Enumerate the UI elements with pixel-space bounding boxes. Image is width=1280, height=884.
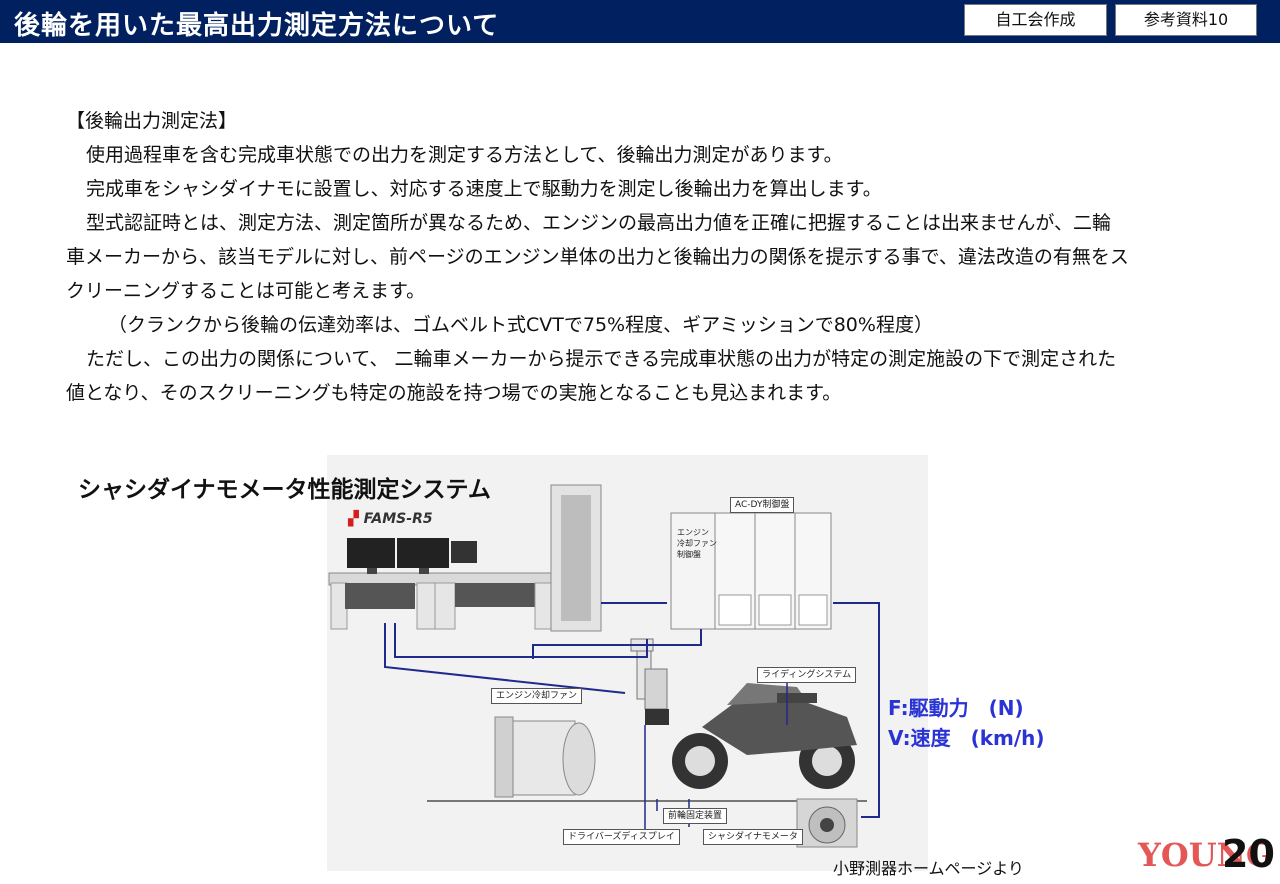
efficiency-note: （クランクから後輪の伝達効率は、ゴムベルト式CVTで75%程度、ギアミッションで… bbox=[108, 314, 933, 336]
force-label: F:駆動力 (N) bbox=[888, 696, 1024, 720]
reference-badge: 参考資料10 bbox=[1115, 4, 1257, 36]
speed-label: V:速度 (km/h) bbox=[888, 726, 1045, 750]
riding-system-label: ライディングシステム bbox=[757, 667, 857, 683]
source-credit: 小野測器ホームページより bbox=[833, 859, 1024, 878]
engine-fan-label: エンジン冷却ファン bbox=[491, 688, 583, 704]
paragraph-5-line-1: ただし、この出力の関係について、 二輪車メーカーから提示できる完成車状態の出力が… bbox=[86, 348, 1117, 370]
fams-logo: ▞ FAMS-R5 bbox=[348, 511, 433, 527]
engine-fan-panel-label-line-3: 制御盤 bbox=[677, 550, 701, 559]
body-text: 【後輪出力測定法】 使用過程車を含む完成車状態での出力を測定する方法として、後輪… bbox=[66, 104, 1206, 410]
dyno-system-diagram: AC-DY制御盤 エンジン 冷却ファン 制御盤 ライディングシステム エンジン冷… bbox=[327, 455, 928, 871]
page-title: 後輪を用いた最高出力測定方法について bbox=[14, 11, 500, 41]
paragraph-3-line-2: 車メーカーから、該当モデルに対し、前ページのエンジン単体の出力と後輪出力の関係を… bbox=[66, 246, 1129, 268]
section-heading: 【後輪出力測定法】 bbox=[66, 110, 238, 132]
engine-fan-panel-label: エンジン 冷却ファン 制御盤 bbox=[677, 527, 717, 560]
paragraph-2: 完成車をシャシダイナモに設置し、対応する速度上で駆動力を測定し後輪出力を算出しま… bbox=[86, 178, 882, 200]
engine-fan-panel-label-line-1: エンジン bbox=[677, 528, 709, 537]
page-number: 20 bbox=[1222, 832, 1275, 876]
dyno-system-illustration bbox=[328, 484, 880, 848]
acdy-panel-label: AC-DY制御盤 bbox=[730, 497, 795, 513]
diagram-title: シャシダイナモメータ性能測定システム bbox=[78, 477, 491, 503]
engine-fan-panel-label-line-2: 冷却ファン bbox=[677, 539, 717, 548]
driver-display-label: ドライバーズディスプレイ bbox=[563, 829, 680, 845]
author-badge: 自工会作成 bbox=[964, 4, 1107, 36]
paragraph-5-line-2: 値となり、そのスクリーニングも特定の施設を持つ場での実施となることも見込まれます… bbox=[66, 382, 842, 404]
watermark-logo: YOUNG bbox=[1138, 836, 1274, 874]
paragraph-3-line-1: 型式認証時とは、測定方法、測定箇所が異なるため、エンジンの最高出力値を正確に把握… bbox=[86, 212, 1112, 234]
front-fix-label: 前輪固定装置 bbox=[663, 808, 728, 824]
chassis-dyno-label: シャシダイナモメータ bbox=[703, 829, 803, 845]
paragraph-1: 使用過程車を含む完成車状態での出力を測定する方法として、後輪出力測定があります。 bbox=[86, 144, 843, 166]
paragraph-3-line-3: クリーニングすることは可能と考えます。 bbox=[66, 280, 426, 302]
